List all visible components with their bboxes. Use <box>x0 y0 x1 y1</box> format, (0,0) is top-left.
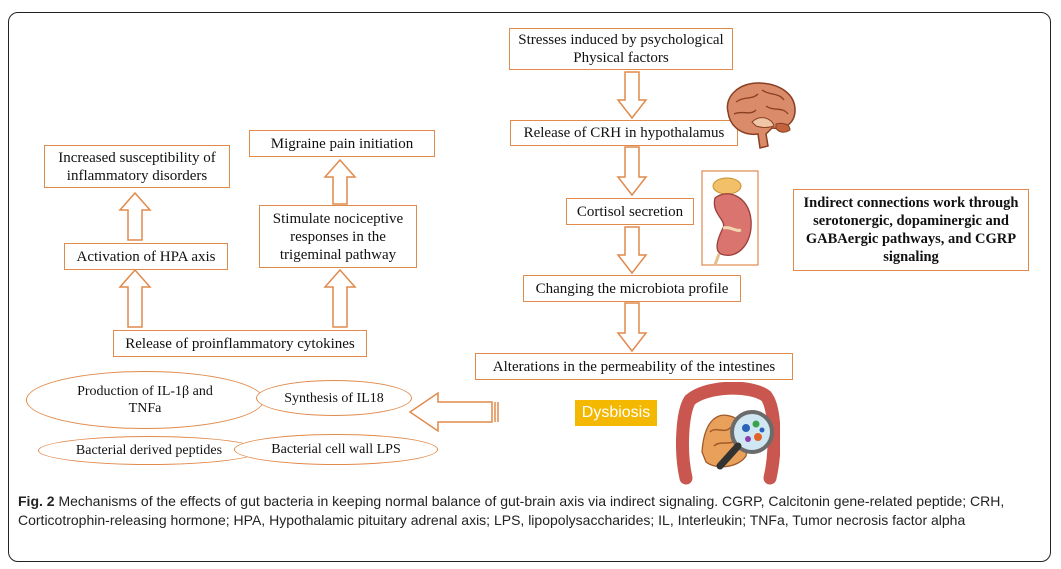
nociceptive-box: Stimulate nociceptive responses in the t… <box>259 205 417 268</box>
caption-text: Mechanisms of the effects of gut bacteri… <box>18 493 1005 528</box>
arrow-cytokines-to-nociceptive <box>323 268 357 328</box>
microbiota-box: Changing the microbiota profile <box>523 275 741 302</box>
figure-caption: Fig. 2 Mechanisms of the effects of gut … <box>18 492 1043 530</box>
cytokines-label: Release of proinflammatory cytokines <box>125 335 355 352</box>
indirect-connections-label: Indirect connections work through seroto… <box>803 195 1019 265</box>
hpa-label: Activation of HPA axis <box>76 248 216 265</box>
migraine-box: Migraine pain initiation <box>249 130 435 157</box>
figure-frame <box>8 12 1051 562</box>
arrow-cytokines-to-hpa <box>118 268 152 328</box>
lps-label: Bacterial cell wall LPS <box>271 442 401 457</box>
peptides-label: Bacterial derived peptides <box>75 443 223 458</box>
crh-label: Release of CRH in hypothalamus <box>523 125 725 141</box>
arrow-hpa-to-susceptibility <box>118 191 152 241</box>
il18-label: Synthesis of IL18 <box>284 390 384 406</box>
nociceptive-label: Stimulate nociceptive responses in the t… <box>272 210 404 263</box>
crh-box: Release of CRH in hypothalamus <box>510 120 738 146</box>
arrow-cortisol-to-microbiota <box>616 226 648 275</box>
arrow-crh-to-cortisol <box>616 146 648 197</box>
il1b-label: Production of IL-1β and TNFa <box>77 384 213 416</box>
il1b-ellipse: Production of IL-1β and TNFa <box>26 371 264 429</box>
cortisol-box: Cortisol secretion <box>566 198 694 225</box>
stresses-box: Stresses induced by psychological Physic… <box>509 28 733 70</box>
cytokines-box: Release of proinflammatory cytokines <box>113 330 367 357</box>
microbiota-label: Changing the microbiota profile <box>535 280 729 297</box>
peptides-ellipse: Bacterial derived peptides <box>38 436 260 465</box>
arrow-dysbiosis-left <box>408 391 493 433</box>
lps-ellipse: Bacterial cell wall LPS <box>234 434 438 465</box>
arrow-microbiota-to-permeability <box>616 302 648 353</box>
kidney-icon <box>701 170 759 266</box>
hpa-box: Activation of HPA axis <box>64 243 228 270</box>
permeability-box: Alterations in the permeability of the i… <box>475 353 793 380</box>
brain-icon <box>726 82 796 149</box>
il18-ellipse: Synthesis of IL18 <box>256 380 412 416</box>
susceptibility-box: Increased susceptibility of inflammatory… <box>44 145 230 188</box>
arrow-stress-to-crh <box>616 71 648 120</box>
migraine-label: Migraine pain initiation <box>270 135 414 152</box>
stresses-label: Stresses induced by psychological Physic… <box>518 32 724 66</box>
susceptibility-label: Increased susceptibility of inflammatory… <box>58 149 216 184</box>
cortisol-label: Cortisol secretion <box>576 203 684 220</box>
permeability-label: Alterations in the permeability of the i… <box>492 358 776 375</box>
arrow-nociceptive-to-migraine <box>323 158 357 205</box>
intestine-icon <box>676 382 780 485</box>
indirect-connections-box: Indirect connections work through seroto… <box>793 189 1029 271</box>
dysbiosis-label: Dysbiosis <box>575 400 657 426</box>
caption-label: Fig. 2 <box>18 493 55 509</box>
